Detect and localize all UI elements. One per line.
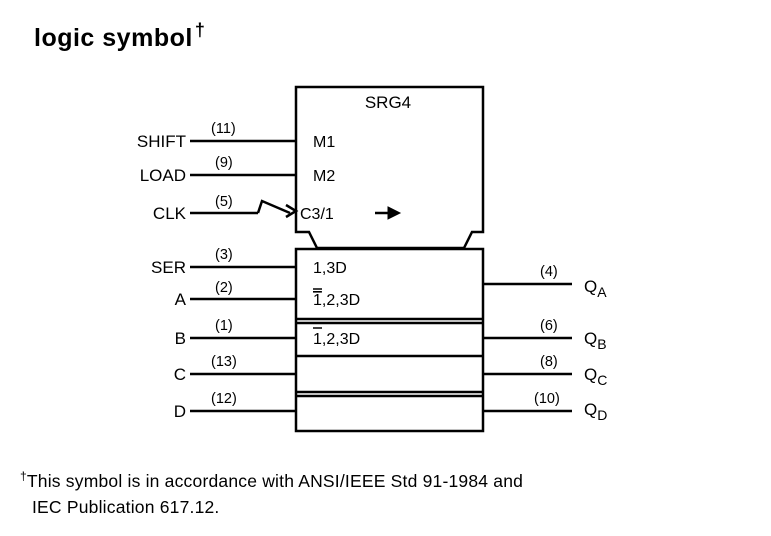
output-name-qa: QA	[584, 277, 607, 300]
input-name-d: D	[174, 402, 186, 421]
footnote-line-2: IEC Publication 617.12.	[32, 497, 220, 517]
footnote: †This symbol is in accordance with ANSI/…	[20, 463, 760, 520]
block-name: SRG4	[365, 93, 411, 112]
input-name-shift: SHIFT	[137, 132, 186, 151]
pin-number-b: (1)	[215, 318, 233, 334]
input-name-a: A	[175, 290, 187, 309]
output-name-qb: QB	[584, 329, 607, 352]
annotation-a-bar: 1	[313, 292, 322, 309]
pin-number-load: (9)	[215, 155, 233, 171]
shift-arrow-head	[387, 206, 402, 220]
title-dagger: †	[194, 20, 206, 40]
storage-block	[294, 247, 485, 433]
annotation-a: 1,2,3D	[313, 292, 360, 309]
pin-number-shift: (11)	[211, 121, 236, 137]
annotation-m2: M2	[313, 168, 335, 185]
pin-number-a: (2)	[215, 280, 233, 296]
output-name-qc: QC	[584, 365, 607, 388]
input-name-c: C	[174, 365, 186, 384]
clk-polarity-indicator	[256, 199, 291, 215]
annotation-b-bar: 1	[313, 331, 322, 348]
clk-dynamic-indicator	[285, 203, 299, 219]
pin-number-qd: (10)	[534, 391, 560, 407]
annotation-ser: 1,3D	[313, 260, 347, 277]
title-text: logic symbol	[34, 24, 193, 52]
footnote-dagger: †	[20, 469, 27, 483]
input-name-clk: CLK	[153, 204, 187, 223]
pin-number-c: (13)	[211, 354, 237, 370]
annotation-b-rest: ,2,3D	[322, 331, 360, 348]
pin-number-qc: (8)	[540, 354, 558, 370]
input-name-b: B	[175, 329, 186, 348]
diagram-title: logic symbol†	[34, 20, 205, 53]
footnote-line-1: This symbol is in accordance with ANSI/I…	[26, 471, 524, 491]
pin-number-qa: (4)	[540, 264, 558, 280]
input-name-load: LOAD	[140, 166, 186, 185]
annotation-c3: C3/1	[300, 206, 334, 223]
input-name-ser: SER	[151, 258, 186, 277]
pin-number-qb: (6)	[540, 318, 558, 334]
pin-number-clk: (5)	[215, 194, 233, 210]
annotation-b: 1,2,3D	[313, 331, 360, 348]
annotation-a-rest: ,2,3D	[322, 292, 360, 309]
output-name-qd: QD	[584, 400, 607, 423]
pin-number-d: (12)	[211, 391, 237, 407]
pin-number-ser: (3)	[215, 247, 233, 263]
annotation-m1: M1	[313, 134, 335, 151]
